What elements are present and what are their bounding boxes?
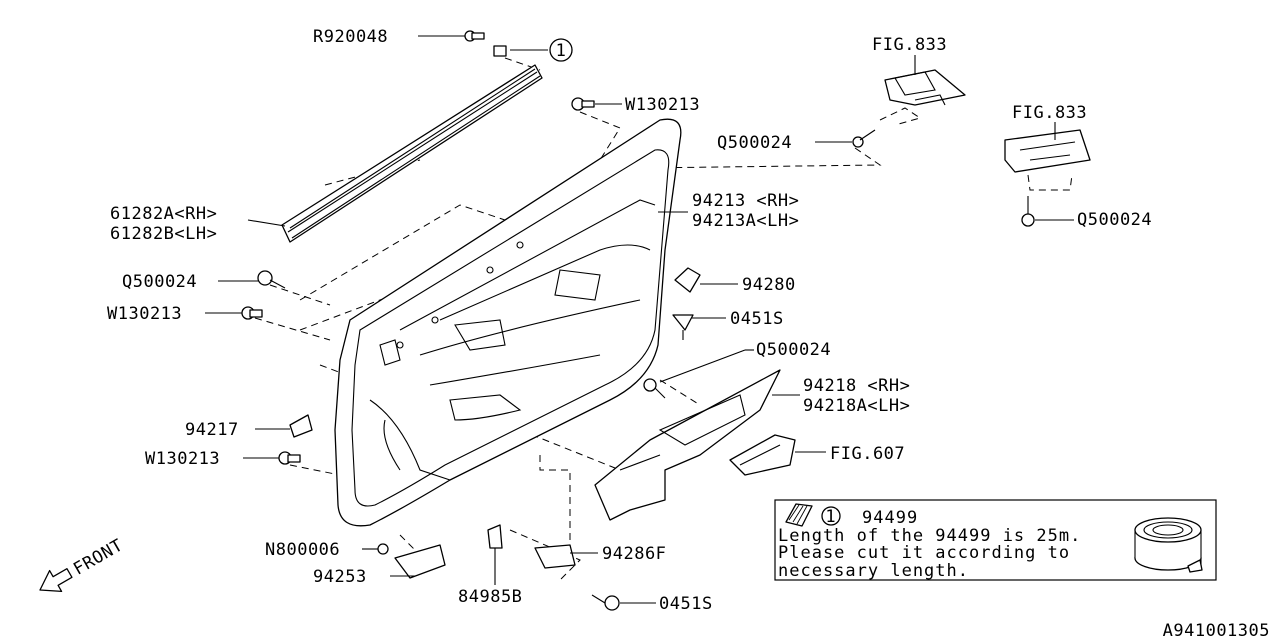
armrest-94218 [594, 369, 781, 521]
note-line-3: necessary length. [778, 561, 969, 581]
label-fig833-a: FIG.833 [872, 35, 947, 55]
note-ref-number: 1 [825, 507, 836, 527]
diagram-id: A941001305 [1163, 621, 1270, 640]
label-94213-rh: 94213 <RH> [692, 191, 799, 211]
label-w130213-low: W130213 [145, 449, 220, 469]
note-part-number: 94499 [862, 508, 918, 528]
label-0451s-a: 0451S [730, 309, 784, 329]
label-61282a-rh: 61282A<RH> [110, 204, 217, 224]
label-94253: 94253 [313, 567, 367, 587]
part-labels: R920048 W130213 FIG.833 Q500024 FIG.833 … [107, 27, 1152, 614]
label-84985b: 84985B [458, 587, 522, 607]
front-direction-arrow: FRONT [39, 535, 127, 593]
leader-lines [205, 35, 1074, 604]
reference-circle-number: 1 [556, 41, 567, 61]
switch-fig833-a [884, 69, 966, 106]
label-q500024-b: Q500024 [1077, 210, 1152, 230]
front-label: FRONT [70, 535, 126, 579]
door-handle-fig607 [729, 434, 796, 476]
label-w130213-mid: W130213 [107, 304, 182, 324]
weatherstrip-61282 [281, 64, 543, 243]
label-q500024-d: Q500024 [756, 340, 831, 360]
note-line-2: Please cut it according to [778, 543, 1070, 563]
label-r920048: R920048 [313, 27, 388, 47]
label-94286f: 94286F [602, 544, 666, 564]
label-0451s-b: 0451S [659, 594, 713, 614]
note-line-1: Length of the 94499 is 25m. [778, 526, 1081, 546]
label-fig833-b: FIG.833 [1012, 103, 1087, 123]
label-w130213-top: W130213 [625, 95, 700, 115]
label-94213a-lh: 94213A<LH> [692, 211, 799, 231]
reference-circle-1: 1 [549, 38, 573, 62]
label-94280: 94280 [742, 275, 796, 295]
label-94218a-lh: 94218A<LH> [803, 396, 910, 416]
label-n800006: N800006 [265, 540, 340, 560]
label-94218-rh: 94218 <RH> [803, 376, 910, 396]
door-trim-panel-94213 [334, 118, 682, 527]
tape-roll-icon [1134, 517, 1203, 573]
label-q500024-c: Q500024 [122, 272, 197, 292]
label-q500024-a: Q500024 [717, 133, 792, 153]
label-61282b-lh: 61282B<LH> [110, 224, 217, 244]
note-box: 1 94499 Length of the 94499 is 25m. Plea… [774, 499, 1217, 581]
switch-fig833-b [1004, 129, 1091, 173]
label-fig607: FIG.607 [830, 444, 905, 464]
fasteners [241, 30, 1035, 611]
label-94217: 94217 [185, 420, 239, 440]
tape-strip-icon [785, 503, 813, 527]
